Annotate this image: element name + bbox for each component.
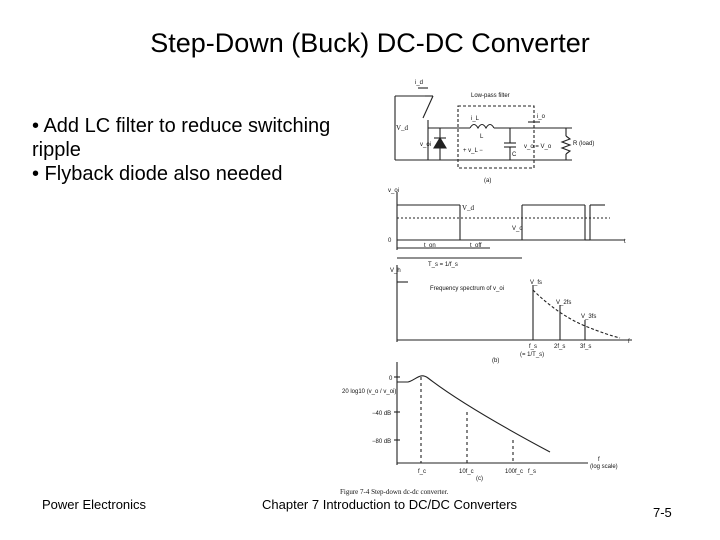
label-bode-zero: 0: [389, 376, 393, 382]
label-ts: T_s = 1/f_s: [428, 262, 458, 268]
label-h1: V_fs: [530, 280, 542, 286]
label-spec-f: f: [628, 339, 630, 345]
label-bode-100fc: 100f_c: [505, 469, 523, 475]
label-spec-yaxis: V_h: [390, 268, 401, 274]
label-lowpass: Low-pass filter: [471, 93, 510, 99]
figure-caption: Figure 7-4 Step-down dc-dc converter.: [340, 488, 449, 496]
footer-chapter: Chapter 7 Introduction to DC/DC Converte…: [262, 497, 518, 512]
label-io: i_o: [537, 114, 546, 120]
label-vo: v_o = V_o: [524, 144, 552, 150]
label-bode-f: f: [598, 457, 600, 463]
label-spec-title: Frequency spectrum of v_oi: [430, 286, 504, 292]
label-wave-vd: V_d: [462, 204, 475, 212]
label-wave-t: t: [624, 239, 626, 245]
label-il: i_L: [471, 116, 480, 122]
label-L: L: [480, 134, 484, 140]
label-voi: v_oi: [420, 142, 431, 148]
label-spec-fs: f_s: [529, 344, 537, 350]
label-vd: V_d: [396, 124, 409, 132]
label-spec-formula: (= 1/T_s): [520, 352, 544, 358]
label-h2: V_2fs: [556, 300, 571, 306]
label-C: C: [512, 152, 517, 158]
label-part-b: (b): [492, 358, 499, 364]
label-bode-fs: f_s: [528, 469, 536, 475]
bullet-flyback-diode: • Flyback diode also needed: [32, 163, 283, 185]
label-R: R (load): [573, 141, 594, 147]
label-spec-3fs: 3f_s: [580, 344, 591, 350]
label-bode-10fc: 10f_c: [459, 469, 474, 475]
label-part-a: (a): [484, 178, 491, 184]
label-bode-logscale: (log scale): [590, 464, 618, 470]
label-wave-vo: V_o: [512, 226, 523, 232]
slide-number: 7-5: [653, 505, 672, 520]
label-bode-ylabel: 20 log10 (v_o / v_oi): [342, 389, 396, 395]
label-id: i_d: [415, 80, 423, 86]
label-vl: + v_L −: [463, 148, 483, 154]
label-bode-m40: −40 dB: [372, 411, 391, 417]
label-toff: t_off: [470, 243, 482, 249]
label-part-c: (c): [476, 476, 483, 482]
bullet-lc-filter: • Add LC filter to reduce switching ripp…: [32, 115, 331, 161]
slide-title: Step-Down (Buck) DC-DC Converter: [150, 28, 590, 58]
label-spec-2fs: 2f_s: [554, 344, 565, 350]
label-bode-m80: −80 dB: [372, 439, 391, 445]
footer-course: Power Electronics: [42, 497, 147, 512]
label-bode-fc: f_c: [418, 469, 426, 475]
label-h3: V_3fs: [581, 314, 596, 320]
label-wave-zero: 0: [388, 238, 392, 244]
label-ton: t_on: [424, 243, 436, 249]
label-wave-yaxis: v_oi: [388, 188, 399, 194]
bullet-list: • Add LC filter to reduce switching ripp…: [32, 114, 332, 186]
